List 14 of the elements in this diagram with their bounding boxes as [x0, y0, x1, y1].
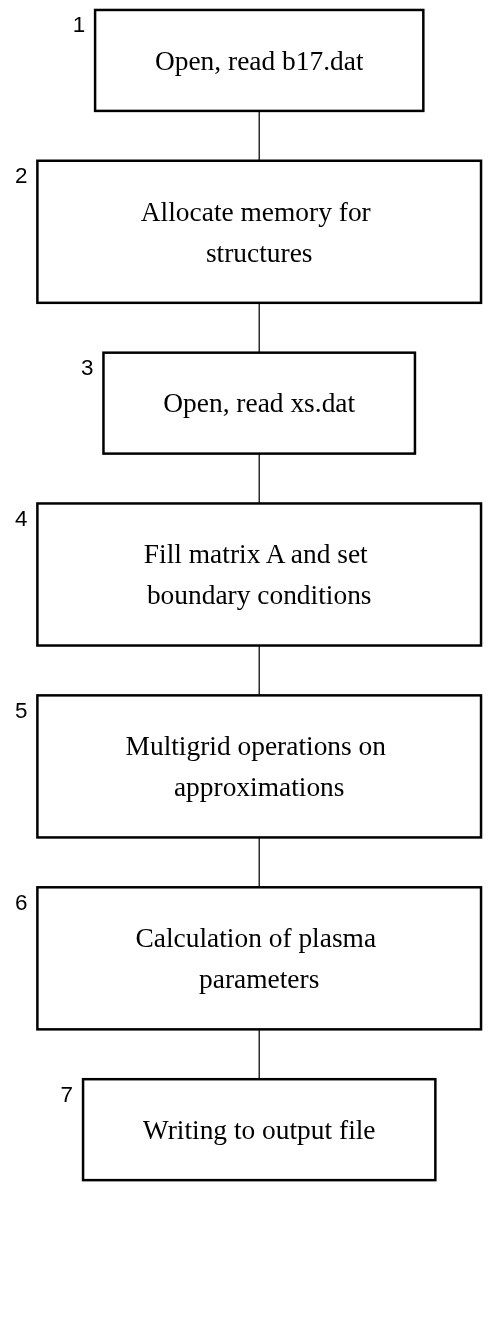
step-number: 4: [14, 505, 28, 531]
step-number: 1: [72, 12, 86, 38]
step-number: 2: [14, 163, 28, 189]
step-number: 7: [60, 1081, 74, 1107]
process-box: Allocate memory for structures: [36, 159, 483, 305]
step-number: 5: [14, 697, 28, 723]
step-number: 3: [81, 355, 94, 381]
process-box: Fill matrix A and set boundary conditions: [36, 502, 483, 647]
process-box: Calculation of plasma parameters: [36, 886, 483, 1031]
process-box: Writing to output file: [81, 1077, 437, 1182]
process-box: Open, read b17.dat: [93, 8, 425, 113]
process-box: Multigrid operations on approximations: [36, 694, 483, 839]
process-box: Open, read xs.dat: [102, 351, 417, 455]
step-number: 6: [14, 889, 28, 915]
